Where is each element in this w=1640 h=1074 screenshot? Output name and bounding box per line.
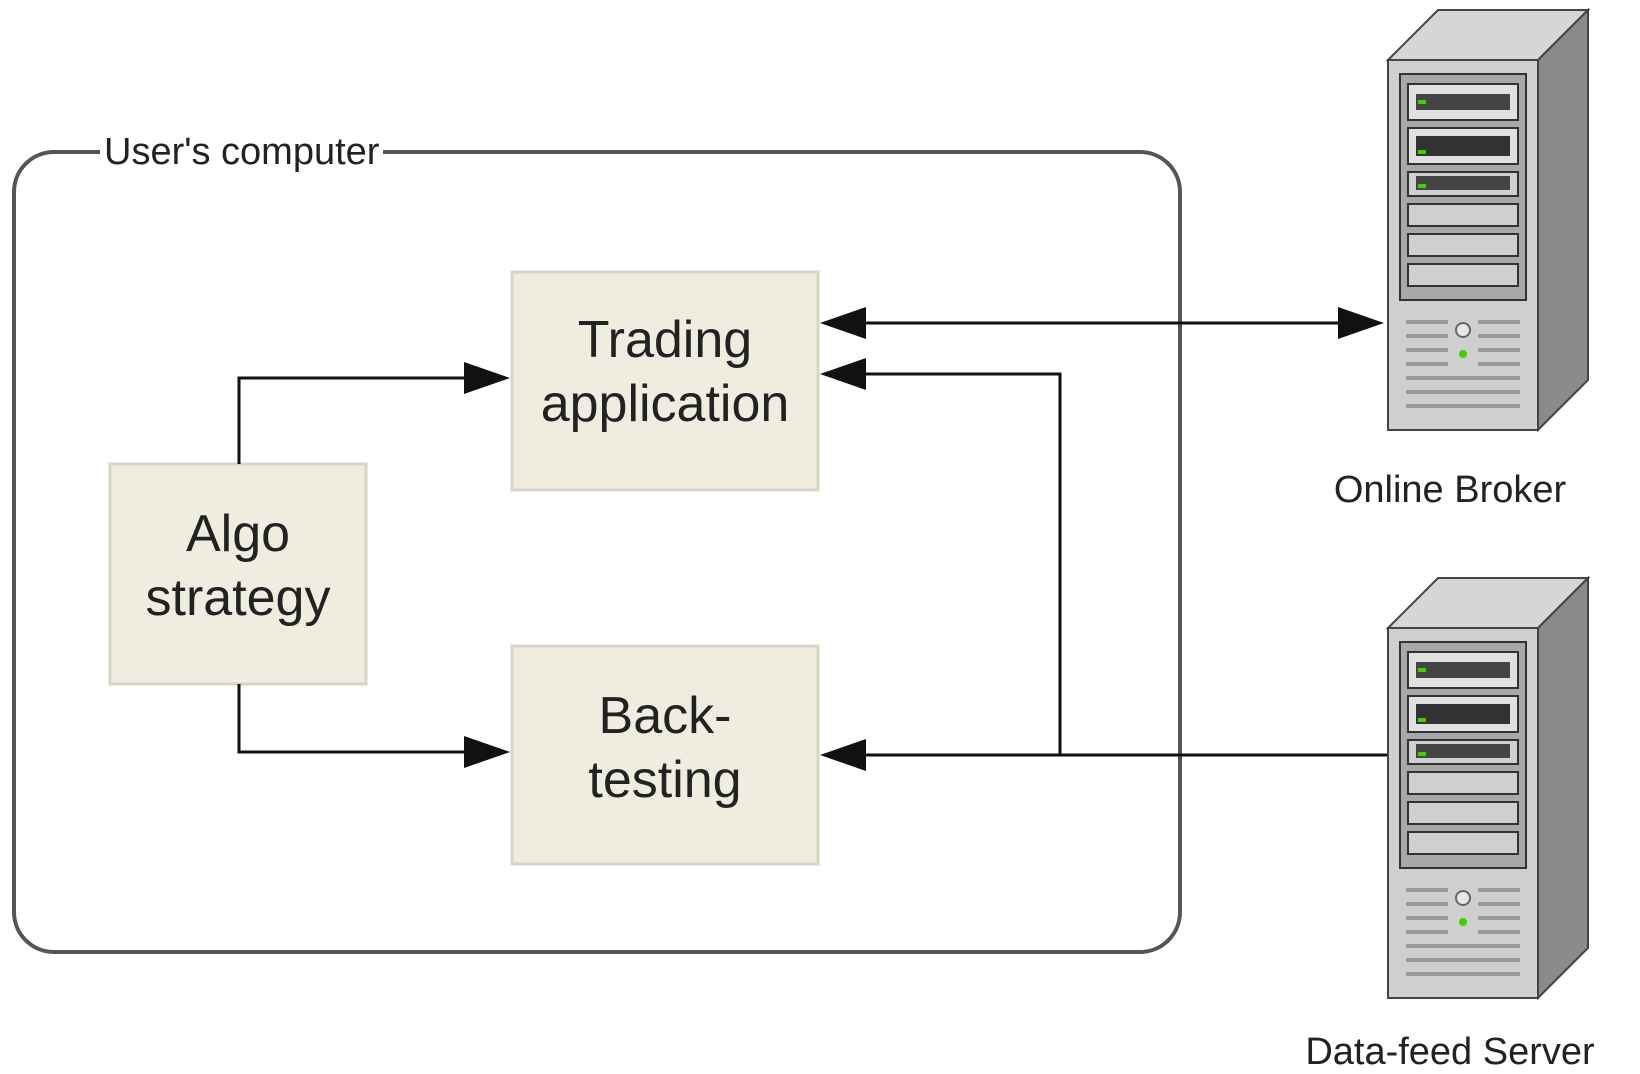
backtesting-box[interactable] — [510, 644, 820, 866]
data-feed-server-label: Data-feed Server — [1305, 1031, 1595, 1073]
algo-strategy-label: Algo strategy — [110, 502, 366, 630]
trading-application-line1: Trading — [577, 311, 753, 369]
algo-strategy-line1: Algo — [185, 505, 291, 563]
backtesting-line1: Back- — [598, 687, 732, 745]
backtesting-label: Back- testing — [512, 684, 818, 812]
online-broker-label: Online Broker — [1333, 469, 1567, 511]
algo-to-trading-connector — [237, 376, 468, 464]
trading-application-box[interactable] — [510, 270, 820, 492]
backtesting-line2: testing — [588, 751, 742, 809]
user-computer-label: User's computer — [100, 130, 384, 174]
user-computer-group — [12, 150, 1182, 954]
online-broker-server-icon[interactable] — [1386, 8, 1590, 432]
arrowhead-into-broker — [1338, 307, 1384, 339]
datafeed-to-trading-connector — [862, 372, 1062, 755]
data-feed-server-icon[interactable] — [1386, 576, 1590, 1000]
arrowhead-into-trading-from-broker — [820, 307, 866, 339]
trading-application-line2: application — [540, 375, 790, 433]
arrowhead-into-backtesting-from-datafeed — [820, 739, 866, 771]
algo-to-backtesting-connector — [237, 684, 468, 754]
arrowhead-into-backtesting-from-algo — [464, 736, 510, 768]
algo-strategy-line2: strategy — [145, 569, 331, 627]
arrowhead-into-trading-from-datafeed — [820, 358, 866, 390]
arrowhead-into-trading-from-algo — [464, 362, 510, 394]
trading-application-label: Trading application — [512, 308, 818, 436]
